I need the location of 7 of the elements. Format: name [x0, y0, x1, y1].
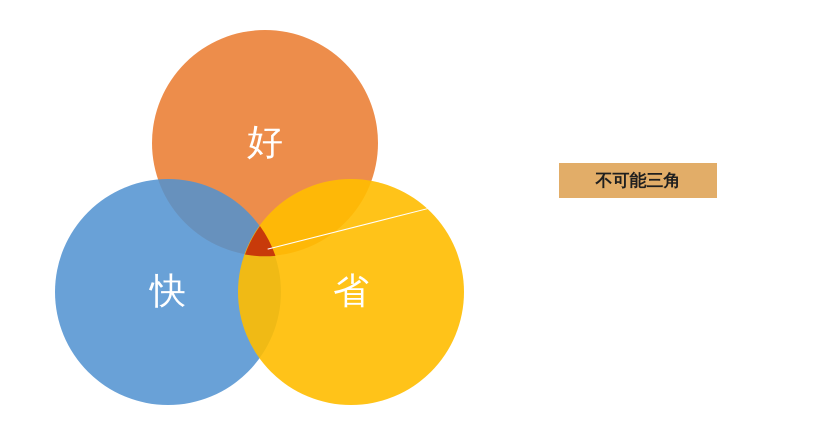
circle-label: 好	[247, 125, 283, 161]
tag-text: 不可能三角	[596, 170, 680, 192]
intersection-region	[244, 226, 275, 256]
title-tag	[559, 163, 717, 198]
circle-label: 省	[333, 274, 369, 310]
leader-line	[267, 208, 428, 250]
circle-label: 快	[150, 274, 186, 310]
